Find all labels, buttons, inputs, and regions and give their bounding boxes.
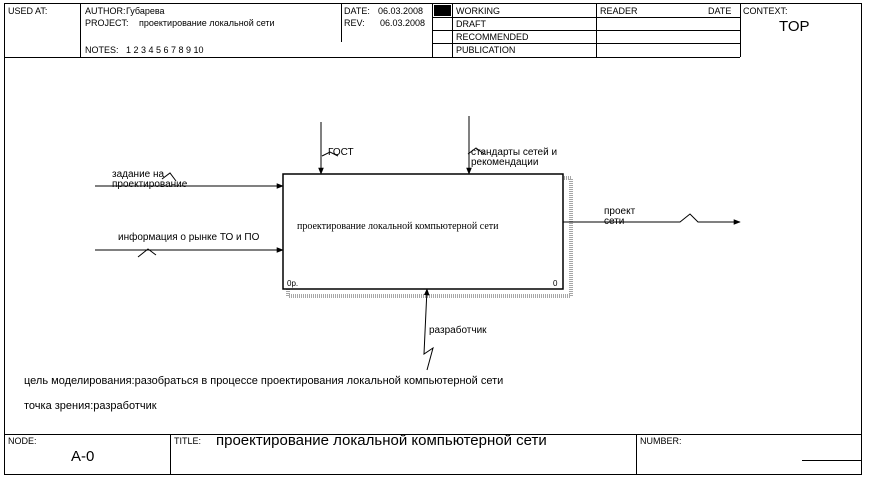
label-squiggle <box>137 248 157 258</box>
project-label: PROJECT: <box>85 18 129 28</box>
status-draft: DRAFT <box>456 19 486 29</box>
activity-corner-left: 0р. <box>287 279 299 288</box>
mechanism-label-developer: разработчик <box>429 325 487 336</box>
input-label-task: задание на проектирование <box>112 169 188 190</box>
control-label-standards: стандарты сетей и рекомендации <box>471 147 558 168</box>
date-label: DATE: <box>344 6 370 16</box>
status-working: WORKING <box>456 6 500 16</box>
label-squiggle <box>321 151 339 157</box>
number-label: NUMBER: <box>640 436 682 446</box>
header-divider <box>80 3 81 57</box>
node-label: NODE: <box>8 436 37 446</box>
status-publication: PUBLICATION <box>456 45 516 55</box>
author-value: Губарева <box>126 6 165 16</box>
modeling-viewpoint: точка зрения:разработчик <box>24 400 157 412</box>
header-bottom <box>4 57 740 58</box>
mechanism-arrow-developer <box>423 288 434 371</box>
status-recommended: RECOMMENDED <box>456 32 529 42</box>
footer-divider <box>636 434 637 475</box>
header-divider <box>432 43 740 44</box>
control-label-gost: ГОСТ <box>328 147 354 158</box>
label-squiggle <box>467 147 485 155</box>
context-label: CONTEXT: <box>743 6 788 16</box>
diagram-frame <box>4 3 862 475</box>
project-value: проектирование локальной сети <box>139 18 275 28</box>
date-value: 06.03.2008 <box>378 6 424 16</box>
reader-label: READER <box>600 6 638 16</box>
working-status-marker <box>434 5 451 16</box>
input-label-market: информация о рынке ТО и ПО <box>118 232 260 243</box>
activity-corner-right: 0 <box>553 279 558 288</box>
output-arrow-project <box>563 213 741 225</box>
activity-label: проектирование локальной компьютерной се… <box>297 221 499 232</box>
title-label: TITLE: <box>174 436 202 446</box>
reader-date-label: DATE <box>708 6 732 16</box>
label-squiggle <box>161 172 177 182</box>
notes-value: 1 2 3 4 5 6 7 8 9 10 <box>126 45 204 55</box>
header-divider <box>341 3 342 42</box>
header-divider <box>432 17 740 18</box>
node-value: A-0 <box>71 448 95 465</box>
rev-value: 06.03.2008 <box>380 18 426 28</box>
context-value: TOP <box>779 18 810 35</box>
modeling-purpose: цель моделирования:разобраться в процесс… <box>24 375 504 387</box>
used-at-label: USED AT: <box>8 6 48 16</box>
footer-number-line <box>802 460 862 461</box>
output-label-project: проект сети <box>604 206 636 227</box>
rev-label: REV: <box>344 18 365 28</box>
author-label: AUTHOR: <box>85 6 126 16</box>
header-divider <box>740 3 741 57</box>
notes-label: NOTES: <box>85 45 119 55</box>
footer-top <box>4 434 862 435</box>
footer-divider <box>170 434 171 475</box>
activity-box <box>282 173 564 290</box>
header-divider <box>432 30 740 31</box>
title-value: проектирование локальной компьютерной се… <box>216 432 547 449</box>
